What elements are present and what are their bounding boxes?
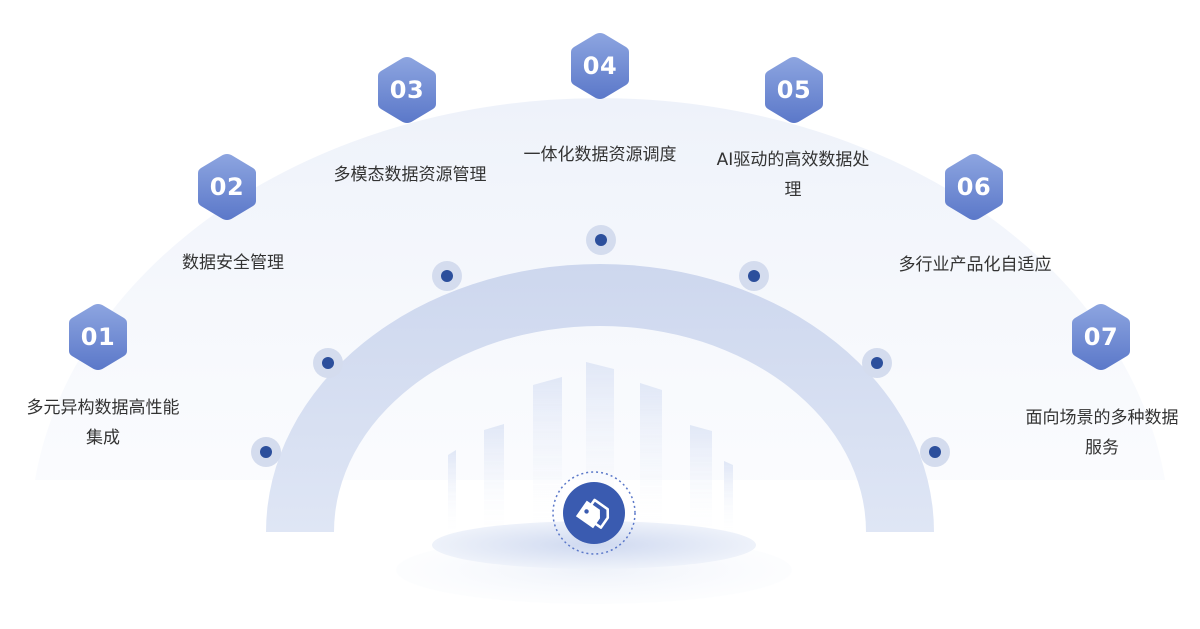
node-dot-05 xyxy=(739,261,769,291)
hex-badge-01: 01 xyxy=(67,302,129,372)
item-label-07: 面向场景的多种数据服务 xyxy=(1025,408,1179,458)
step-number: 02 xyxy=(209,173,245,201)
step-number: 06 xyxy=(956,173,992,201)
hex-badge-06: 06 xyxy=(943,152,1005,222)
item-label-01: 多元异构数据高性能集成 xyxy=(26,398,180,448)
item-label-05: AI驱动的高效数据处理 xyxy=(716,150,870,200)
hex-badge-07: 07 xyxy=(1070,302,1132,372)
node-dot-03 xyxy=(432,261,462,291)
node-dot-04 xyxy=(586,225,616,255)
step-number: 05 xyxy=(776,76,812,104)
step-number: 01 xyxy=(80,323,116,351)
hex-badge-03: 03 xyxy=(376,55,438,125)
node-dot-07 xyxy=(920,437,950,467)
step-number: 04 xyxy=(582,52,618,80)
hex-badge-05: 05 xyxy=(763,55,825,125)
hex-badge-04: 04 xyxy=(569,31,631,101)
price-tag-icon xyxy=(552,471,636,555)
node-dot-06 xyxy=(862,348,892,378)
node-dot-01 xyxy=(251,437,281,467)
step-number: 03 xyxy=(389,76,425,104)
item-label-02: 数据安全管理 xyxy=(182,253,284,273)
item-label-03: 多模态数据资源管理 xyxy=(333,165,487,185)
hex-badge-02: 02 xyxy=(196,152,258,222)
inner-arc-band xyxy=(266,264,934,532)
base-ellipse-inner xyxy=(432,521,756,569)
step-number: 07 xyxy=(1083,323,1119,351)
node-dot-02 xyxy=(313,348,343,378)
item-label-06: 多行业产品化自适应 xyxy=(898,255,1052,275)
item-label-04: 一体化数据资源调度 xyxy=(523,145,677,165)
